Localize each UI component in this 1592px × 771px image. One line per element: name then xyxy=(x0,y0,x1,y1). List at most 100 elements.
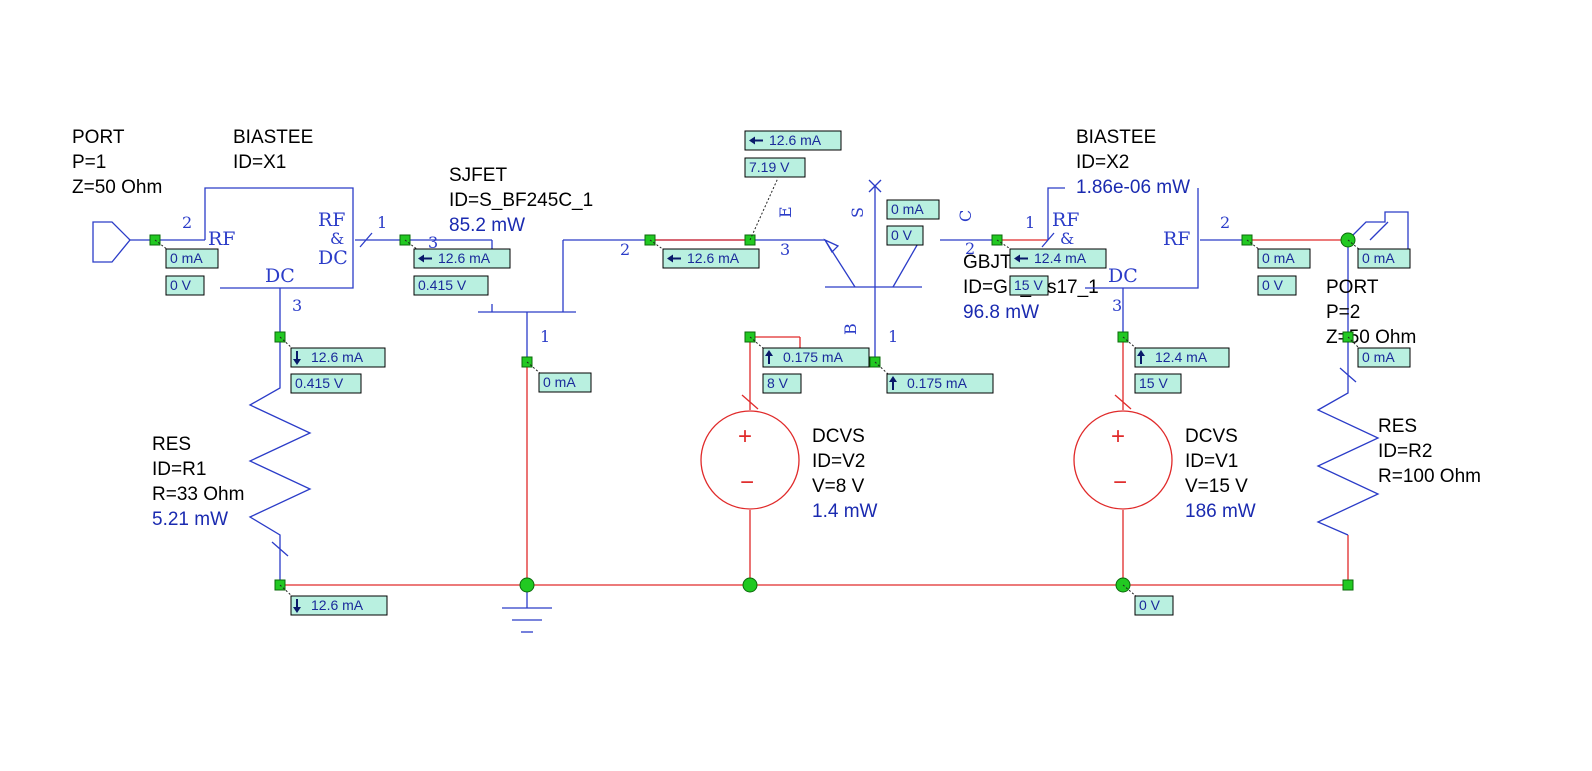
sjfet[interactable]: SJFET ID=S_BF245C_1 85.2 mW 1 2 3 xyxy=(428,165,630,346)
biastee2-dc: DC xyxy=(1108,265,1138,287)
annotation-label: 0 mA xyxy=(886,199,940,220)
annotation-value: 0.415 V xyxy=(418,277,467,293)
annotation-label: 0 V xyxy=(1257,275,1297,296)
v2-power: 1.4 mW xyxy=(812,501,878,522)
annotation-label: 12.6 mA xyxy=(744,130,842,151)
sjfet-pin-1: 1 xyxy=(540,327,550,346)
biastee2-id: ID=X2 xyxy=(1076,152,1129,173)
node-junction xyxy=(519,577,535,593)
v1-v: V=15 V xyxy=(1185,476,1248,497)
sjfet-pin-2: 2 xyxy=(620,240,630,259)
node-square xyxy=(1342,579,1354,591)
biastee1-id: ID=X1 xyxy=(233,152,286,173)
annotation-label: 0.175 mA xyxy=(886,373,994,394)
annotation-label: 0 mA xyxy=(1257,248,1311,269)
current-arrowhead xyxy=(1014,254,1020,263)
port2-z: Z=50 Ohm xyxy=(1326,327,1416,348)
annotation-label: 0 mA xyxy=(1357,248,1411,269)
current-arrowhead xyxy=(293,359,301,365)
annotation-label: 0.415 V xyxy=(413,275,489,296)
r1-id: ID=R1 xyxy=(152,459,206,480)
dcvs-v2[interactable]: + − DCVS ID=V2 V=8 V 1.4 mW xyxy=(700,394,878,522)
annotation-value: 0 mA xyxy=(891,201,924,217)
annotation-label: 0 mA xyxy=(165,248,219,269)
annotation-value: 0 V xyxy=(1262,277,1284,293)
annotation-label: 12.6 mA xyxy=(290,347,386,368)
v2-plus: + xyxy=(738,423,752,450)
gbjt-label-e: E xyxy=(776,206,795,218)
annotation-label: 0 mA xyxy=(1357,347,1411,368)
annotation-label: 8 V xyxy=(762,373,802,394)
nodes xyxy=(149,232,1356,593)
gbjt-pin-3b: 3 xyxy=(1112,296,1122,315)
biastee-x2[interactable]: BIASTEE ID=X2 1.86e-06 mW RF & RF DC 2 xyxy=(1041,127,1230,289)
v1-plus: + xyxy=(1111,423,1125,450)
annotations-layer: 0 mA 0 V 12.6 mA 0.415 V 12.6 mA 0.415 V 0 mA 1… xyxy=(154,130,1411,616)
r1-power: 5.21 mW xyxy=(152,509,228,530)
current-arrowhead xyxy=(418,254,424,263)
annotation-value: 0 mA xyxy=(1262,250,1295,266)
biastee2-rfdc-1: RF xyxy=(1052,209,1080,231)
biastee2-rfdc-2: & xyxy=(1060,229,1074,248)
current-arrowhead xyxy=(293,607,301,613)
dcvs-v1[interactable]: + − DCVS ID=V1 V=15 V 186 mW xyxy=(1073,394,1256,522)
annotation-value: 15 V xyxy=(1139,375,1168,391)
annotation-value: 8 V xyxy=(767,375,789,391)
current-arrowhead xyxy=(749,136,755,145)
port-1[interactable]: PORT P=1 Z=50 Ohm 2 xyxy=(72,127,192,263)
gbjt[interactable]: 3 1 1 2 3 E S C B GBJT ID=GP_bfs17_1 96.… xyxy=(776,179,1122,362)
gbjt-pin-3: 3 xyxy=(780,240,790,259)
biastee2-rf: RF xyxy=(1163,228,1191,250)
biastee1-rfdc-2: & xyxy=(330,229,344,248)
current-arrowhead xyxy=(889,376,897,382)
annotation-label: 15 V xyxy=(1134,373,1182,394)
gbjt-label-c: C xyxy=(956,210,975,222)
gbjt-label-s: S xyxy=(848,207,867,218)
v1-id: ID=V1 xyxy=(1185,451,1238,472)
annotation-value: 0 mA xyxy=(170,250,203,266)
v1-minus: − xyxy=(1113,469,1127,496)
annotation-label: 7.19 V xyxy=(744,157,806,178)
annotation-value: 12.6 mA xyxy=(438,250,491,266)
biastee1-rfdc-1: RF xyxy=(318,209,346,231)
annotation-label: 0 V xyxy=(165,275,205,296)
port-2[interactable]: PORT P=2 Z=50 Ohm xyxy=(1326,211,1416,348)
annotation-value: 0 V xyxy=(170,277,192,293)
resistor-r1[interactable]: RES ID=R1 R=33 Ohm 5.21 mW xyxy=(152,380,312,585)
annotation-value: 0 mA xyxy=(543,374,576,390)
port2-p: P=2 xyxy=(1326,302,1360,323)
annotation-value: 12.4 mA xyxy=(1034,250,1087,266)
gbjt-pin-1: 1 xyxy=(888,327,898,346)
annotation-label: 0.175 mA xyxy=(762,347,870,368)
biastee1-pin-3: 3 xyxy=(292,296,302,315)
annotation-value: 0 mA xyxy=(1362,349,1395,365)
current-arrowhead xyxy=(667,254,673,263)
annotation-value: 0 mA xyxy=(1362,250,1395,266)
v2-id: ID=V2 xyxy=(812,451,865,472)
port1-p: P=1 xyxy=(72,152,106,173)
ground-symbol xyxy=(502,585,552,633)
gbjt-label-b: B xyxy=(841,323,860,335)
current-arrowhead xyxy=(765,350,773,356)
v2-v: V=8 V xyxy=(812,476,865,497)
r1-type: RES xyxy=(152,434,191,455)
resistor-r2[interactable]: RES ID=R2 R=100 Ohm xyxy=(1316,367,1481,536)
annotation-label: 0 mA xyxy=(538,372,592,393)
annotation-label: 12.6 mA xyxy=(413,248,511,269)
biastee1-dc: DC xyxy=(265,265,295,287)
annotation-label: 12.6 mA xyxy=(290,595,388,616)
annotation-value: 12.6 mA xyxy=(311,597,364,613)
v1-power: 186 mW xyxy=(1185,501,1256,522)
annotation-label: 0 V xyxy=(886,225,924,246)
sjfet-type: SJFET xyxy=(449,165,507,186)
annotation-label: 0.415 V xyxy=(290,373,362,394)
annotation-value: 12.4 mA xyxy=(1155,349,1208,365)
gbjt-power: 96.8 mW xyxy=(963,302,1039,323)
port1-pin: 2 xyxy=(182,213,192,232)
annotation-value: 12.6 mA xyxy=(687,250,740,266)
sjfet-pin-3: 3 xyxy=(428,233,438,252)
annotation-label: 12.4 mA xyxy=(1134,347,1230,368)
annotation-value: 12.6 mA xyxy=(311,349,364,365)
biastee-x1[interactable]: BIASTEE ID=X1 RF RF & DC DC 1 3 xyxy=(204,127,387,315)
